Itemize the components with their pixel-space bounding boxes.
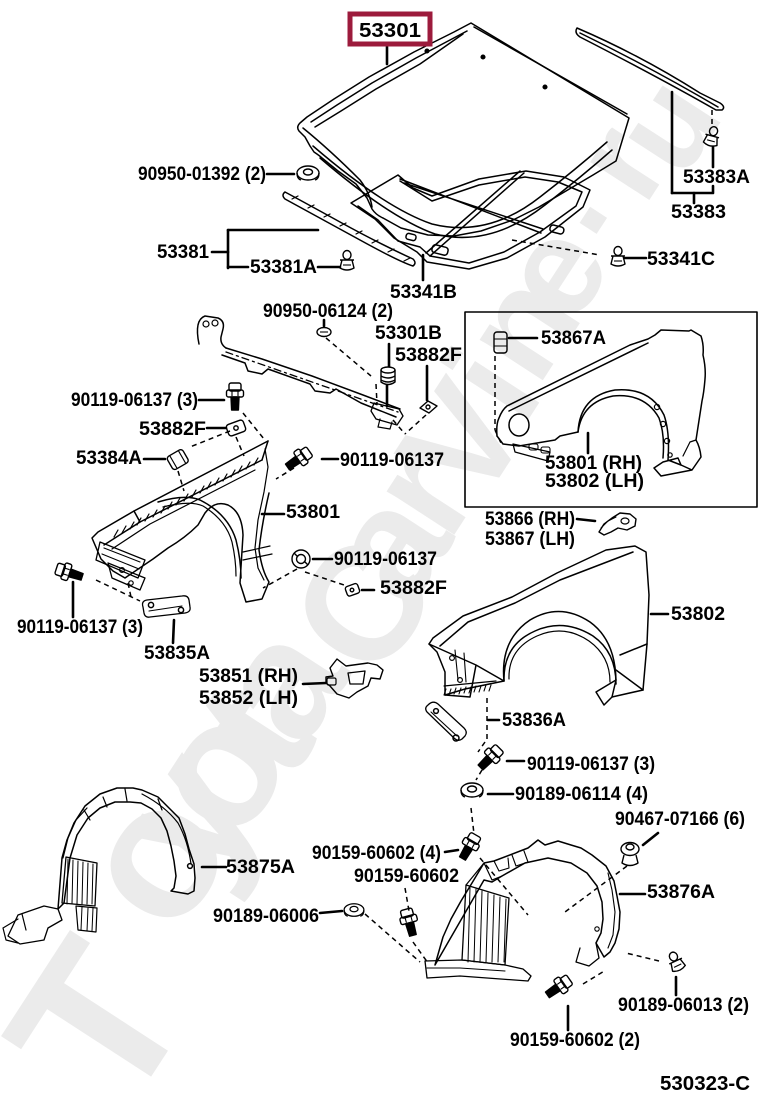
svg-text:90159-60602 (4): 90159-60602 (4) bbox=[312, 843, 441, 864]
svg-text:53301B: 53301B bbox=[375, 323, 442, 344]
svg-text:53875A: 53875A bbox=[226, 857, 295, 878]
svg-text:90119-06137: 90119-06137 bbox=[340, 450, 444, 471]
svg-text:53866 (RH): 53866 (RH) bbox=[485, 509, 575, 530]
svg-text:53867 (LH): 53867 (LH) bbox=[485, 529, 575, 550]
svg-text:53383: 53383 bbox=[671, 202, 726, 223]
svg-text:90159-60602 (2): 90159-60602 (2) bbox=[510, 1030, 640, 1051]
svg-text:90189-06013 (2): 90189-06013 (2) bbox=[618, 995, 749, 1016]
svg-text:53383A: 53383A bbox=[683, 167, 750, 188]
svg-text:53301: 53301 bbox=[359, 20, 421, 42]
svg-text:53852 (LH): 53852 (LH) bbox=[199, 688, 298, 709]
svg-text:53835A: 53835A bbox=[144, 643, 210, 664]
svg-text:90189-06114 (4): 90189-06114 (4) bbox=[515, 784, 648, 805]
svg-text:90950-01392 (2): 90950-01392 (2) bbox=[138, 164, 266, 185]
svg-text:53341C: 53341C bbox=[647, 249, 715, 270]
svg-text:90467-07166 (6): 90467-07166 (6) bbox=[615, 809, 745, 830]
svg-text:53381A: 53381A bbox=[250, 257, 317, 278]
svg-text:90119-06137 (3): 90119-06137 (3) bbox=[17, 617, 143, 638]
svg-text:53882F: 53882F bbox=[380, 578, 447, 599]
svg-text:53341B: 53341B bbox=[390, 282, 457, 303]
svg-text:53876A: 53876A bbox=[647, 882, 715, 903]
svg-text:530323-C: 530323-C bbox=[660, 1073, 750, 1095]
svg-text:53384A: 53384A bbox=[76, 448, 142, 469]
svg-text:90950-06124 (2): 90950-06124 (2) bbox=[263, 301, 393, 322]
svg-text:90159-60602: 90159-60602 bbox=[354, 866, 459, 887]
svg-text:53801: 53801 bbox=[286, 502, 340, 523]
svg-text:90189-06006: 90189-06006 bbox=[213, 906, 319, 927]
svg-text:53882F: 53882F bbox=[139, 419, 206, 440]
svg-text:53851 (RH): 53851 (RH) bbox=[199, 666, 298, 687]
svg-text:53836A: 53836A bbox=[502, 710, 566, 731]
svg-text:90119-06137: 90119-06137 bbox=[334, 549, 437, 570]
svg-text:53381: 53381 bbox=[157, 242, 209, 263]
svg-text:90119-06137 (3): 90119-06137 (3) bbox=[71, 390, 198, 411]
svg-text:53802: 53802 bbox=[671, 604, 725, 625]
svg-text:53882F: 53882F bbox=[395, 345, 462, 366]
svg-text:53801 (RH): 53801 (RH) bbox=[545, 453, 642, 474]
svg-text:53867A: 53867A bbox=[541, 328, 606, 349]
svg-text:53802 (LH): 53802 (LH) bbox=[545, 471, 644, 492]
svg-text:90119-06137 (3): 90119-06137 (3) bbox=[527, 754, 655, 775]
